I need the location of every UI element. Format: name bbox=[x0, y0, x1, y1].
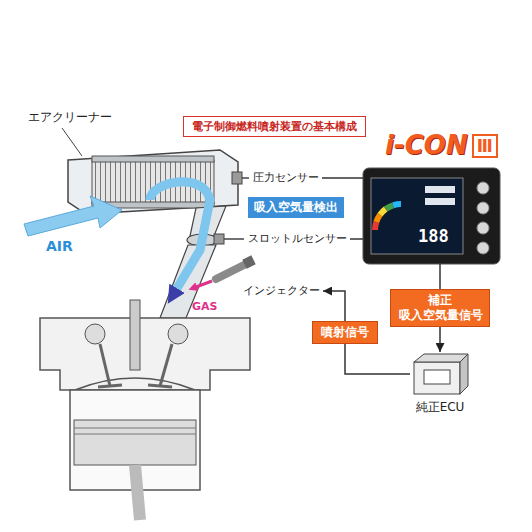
signal-line bbox=[350, 238, 363, 240]
flow-label: AIR bbox=[46, 238, 73, 254]
component-name: インジェクター bbox=[243, 284, 320, 298]
air-flow-arrow bbox=[24, 196, 122, 236]
part-label: エアクリーナー bbox=[28, 110, 112, 125]
component-name: スロットルセンサー bbox=[248, 232, 347, 246]
ecu-unit: 純正ECU bbox=[410, 352, 470, 396]
cylinder-head bbox=[40, 318, 250, 390]
component-label: 圧力センサー bbox=[250, 170, 322, 186]
signal-band: 吸入空気量検出 bbox=[248, 197, 344, 218]
product-logo: i-CON bbox=[385, 130, 468, 160]
injector-body bbox=[216, 263, 248, 279]
component-label: スロットルセンサー bbox=[245, 231, 350, 247]
signal-band: 補正 吸入空気量信号 bbox=[390, 289, 490, 327]
fuel-spray bbox=[196, 281, 212, 287]
controller-unit bbox=[363, 168, 500, 264]
ecu-box bbox=[414, 362, 460, 394]
spark-plug bbox=[130, 300, 140, 370]
flow-label: GAS bbox=[192, 300, 217, 314]
air-flow-path bbox=[150, 182, 210, 290]
component-label: インジェクター bbox=[240, 283, 323, 299]
diagram-title: 電子制御燃料噴射装置の基本構成 bbox=[183, 116, 366, 137]
component-name: 圧力センサー bbox=[253, 171, 319, 185]
piston bbox=[74, 420, 196, 465]
display-reading: 188 bbox=[418, 226, 449, 246]
component-name: 純正ECU bbox=[416, 400, 465, 415]
lcd-screen bbox=[371, 178, 463, 254]
signal-line bbox=[322, 177, 363, 179]
leader-line bbox=[62, 128, 82, 156]
throttle-sensor bbox=[214, 234, 224, 244]
product-logo: Ⅲ bbox=[472, 134, 498, 158]
pressure-sensor bbox=[232, 172, 242, 184]
signal-band: 噴射信号 bbox=[312, 321, 378, 344]
controller-unit: i-CONⅢ bbox=[363, 168, 500, 264]
